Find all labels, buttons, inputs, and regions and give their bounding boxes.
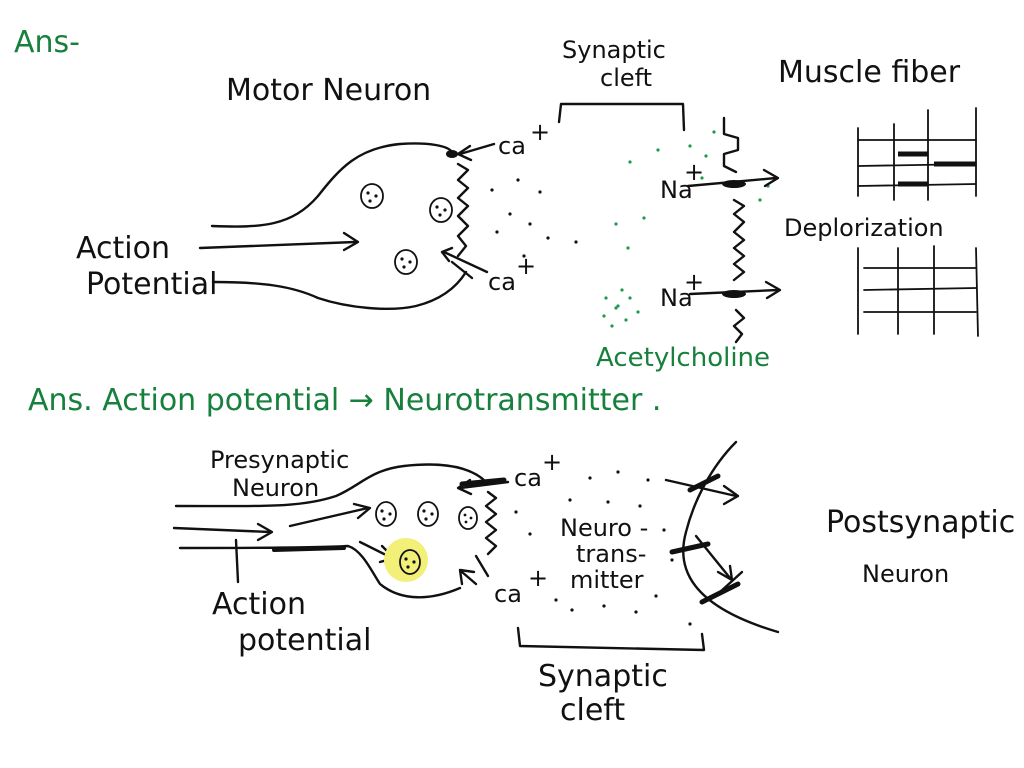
bottom-cleft-bracket — [518, 628, 704, 650]
top-action-label-2: Potential — [86, 267, 217, 302]
depolarization-label: Deplorization — [784, 214, 944, 242]
motor-neuron-label: Motor Neuron — [226, 73, 431, 108]
bottom-vesicle — [459, 507, 477, 529]
bottom-vesicle-highlighted — [384, 538, 428, 582]
bottom-action-pointer — [236, 540, 238, 582]
presynaptic-label-1: Presynaptic — [210, 446, 349, 474]
presynaptic-label-2: Neuron — [232, 474, 319, 502]
top-ca-arrow-lower — [444, 252, 487, 272]
motor-neuron-outline — [212, 143, 466, 308]
bottom-action-arrow-3 — [274, 548, 344, 550]
action-potential-arrow — [200, 242, 355, 248]
bottom-synaptic-label-1: Synaptic — [538, 659, 668, 694]
top-vesicle — [361, 184, 383, 208]
bottom-ca-arrow-lower — [462, 572, 476, 584]
top-synaptic-label-1: Synaptic — [562, 36, 666, 64]
bottom-ca-label-upper: ca — [514, 464, 542, 492]
bottom-vesicle — [376, 502, 396, 526]
neurotransmitter-label-1: Neuro - — [560, 514, 648, 542]
neurotransmitter-label-3: mitter — [570, 566, 644, 594]
muscle-membrane — [724, 118, 744, 342]
top-action-label-1: Action — [76, 231, 170, 266]
bottom-action-label-1: Action — [212, 587, 306, 622]
muscle-fiber-label: Muscle fiber — [778, 55, 961, 90]
bottom-ca-plus-lower: + — [528, 564, 548, 592]
postsynaptic-label-2: Neuron — [862, 560, 949, 588]
top-vesicle — [430, 198, 452, 222]
top-vesicle — [395, 250, 417, 274]
bottom-action-label-2: potential — [238, 623, 371, 658]
post-arrow-2 — [696, 536, 730, 578]
top-ans-label: Ans- — [14, 25, 80, 60]
bottom-vesicle — [418, 502, 438, 526]
bottom-calcium-channel-lower — [476, 556, 488, 576]
top-ca-plus-lower: + — [516, 252, 536, 280]
muscle-fiber-band — [898, 154, 976, 184]
top-na-plus-upper: + — [684, 158, 704, 186]
top-na-plus-lower: + — [684, 268, 704, 296]
top-synaptic-label-2: cleft — [600, 64, 652, 92]
top-presynaptic-membrane — [458, 164, 468, 256]
top-cleft-dots — [490, 178, 577, 257]
top-ca-label-lower: ca — [488, 268, 516, 296]
top-ca-plus-upper: + — [530, 118, 550, 146]
top-ca-label-upper: ca — [498, 132, 526, 160]
bottom-action-arrow-1 — [174, 528, 270, 532]
bottom-presynaptic-membrane — [486, 492, 496, 554]
bottom-action-arrow-2 — [290, 508, 368, 526]
bottom-synaptic-label-2: cleft — [560, 693, 625, 728]
bottom-ca-label-lower: ca — [494, 580, 522, 608]
top-calcium-channel-upper — [446, 150, 458, 158]
top-cleft-bracket — [559, 104, 684, 130]
postsynaptic-label-1: Postsynaptic — [826, 505, 1015, 540]
bottom-answer-line: Ans. Action potential → Neurotransmitter… — [28, 383, 661, 418]
neurotransmitter-label-2: trans- — [576, 540, 646, 568]
acetylcholine-label: Acetylcholine — [596, 343, 770, 373]
bottom-ca-plus-upper: + — [542, 448, 562, 476]
